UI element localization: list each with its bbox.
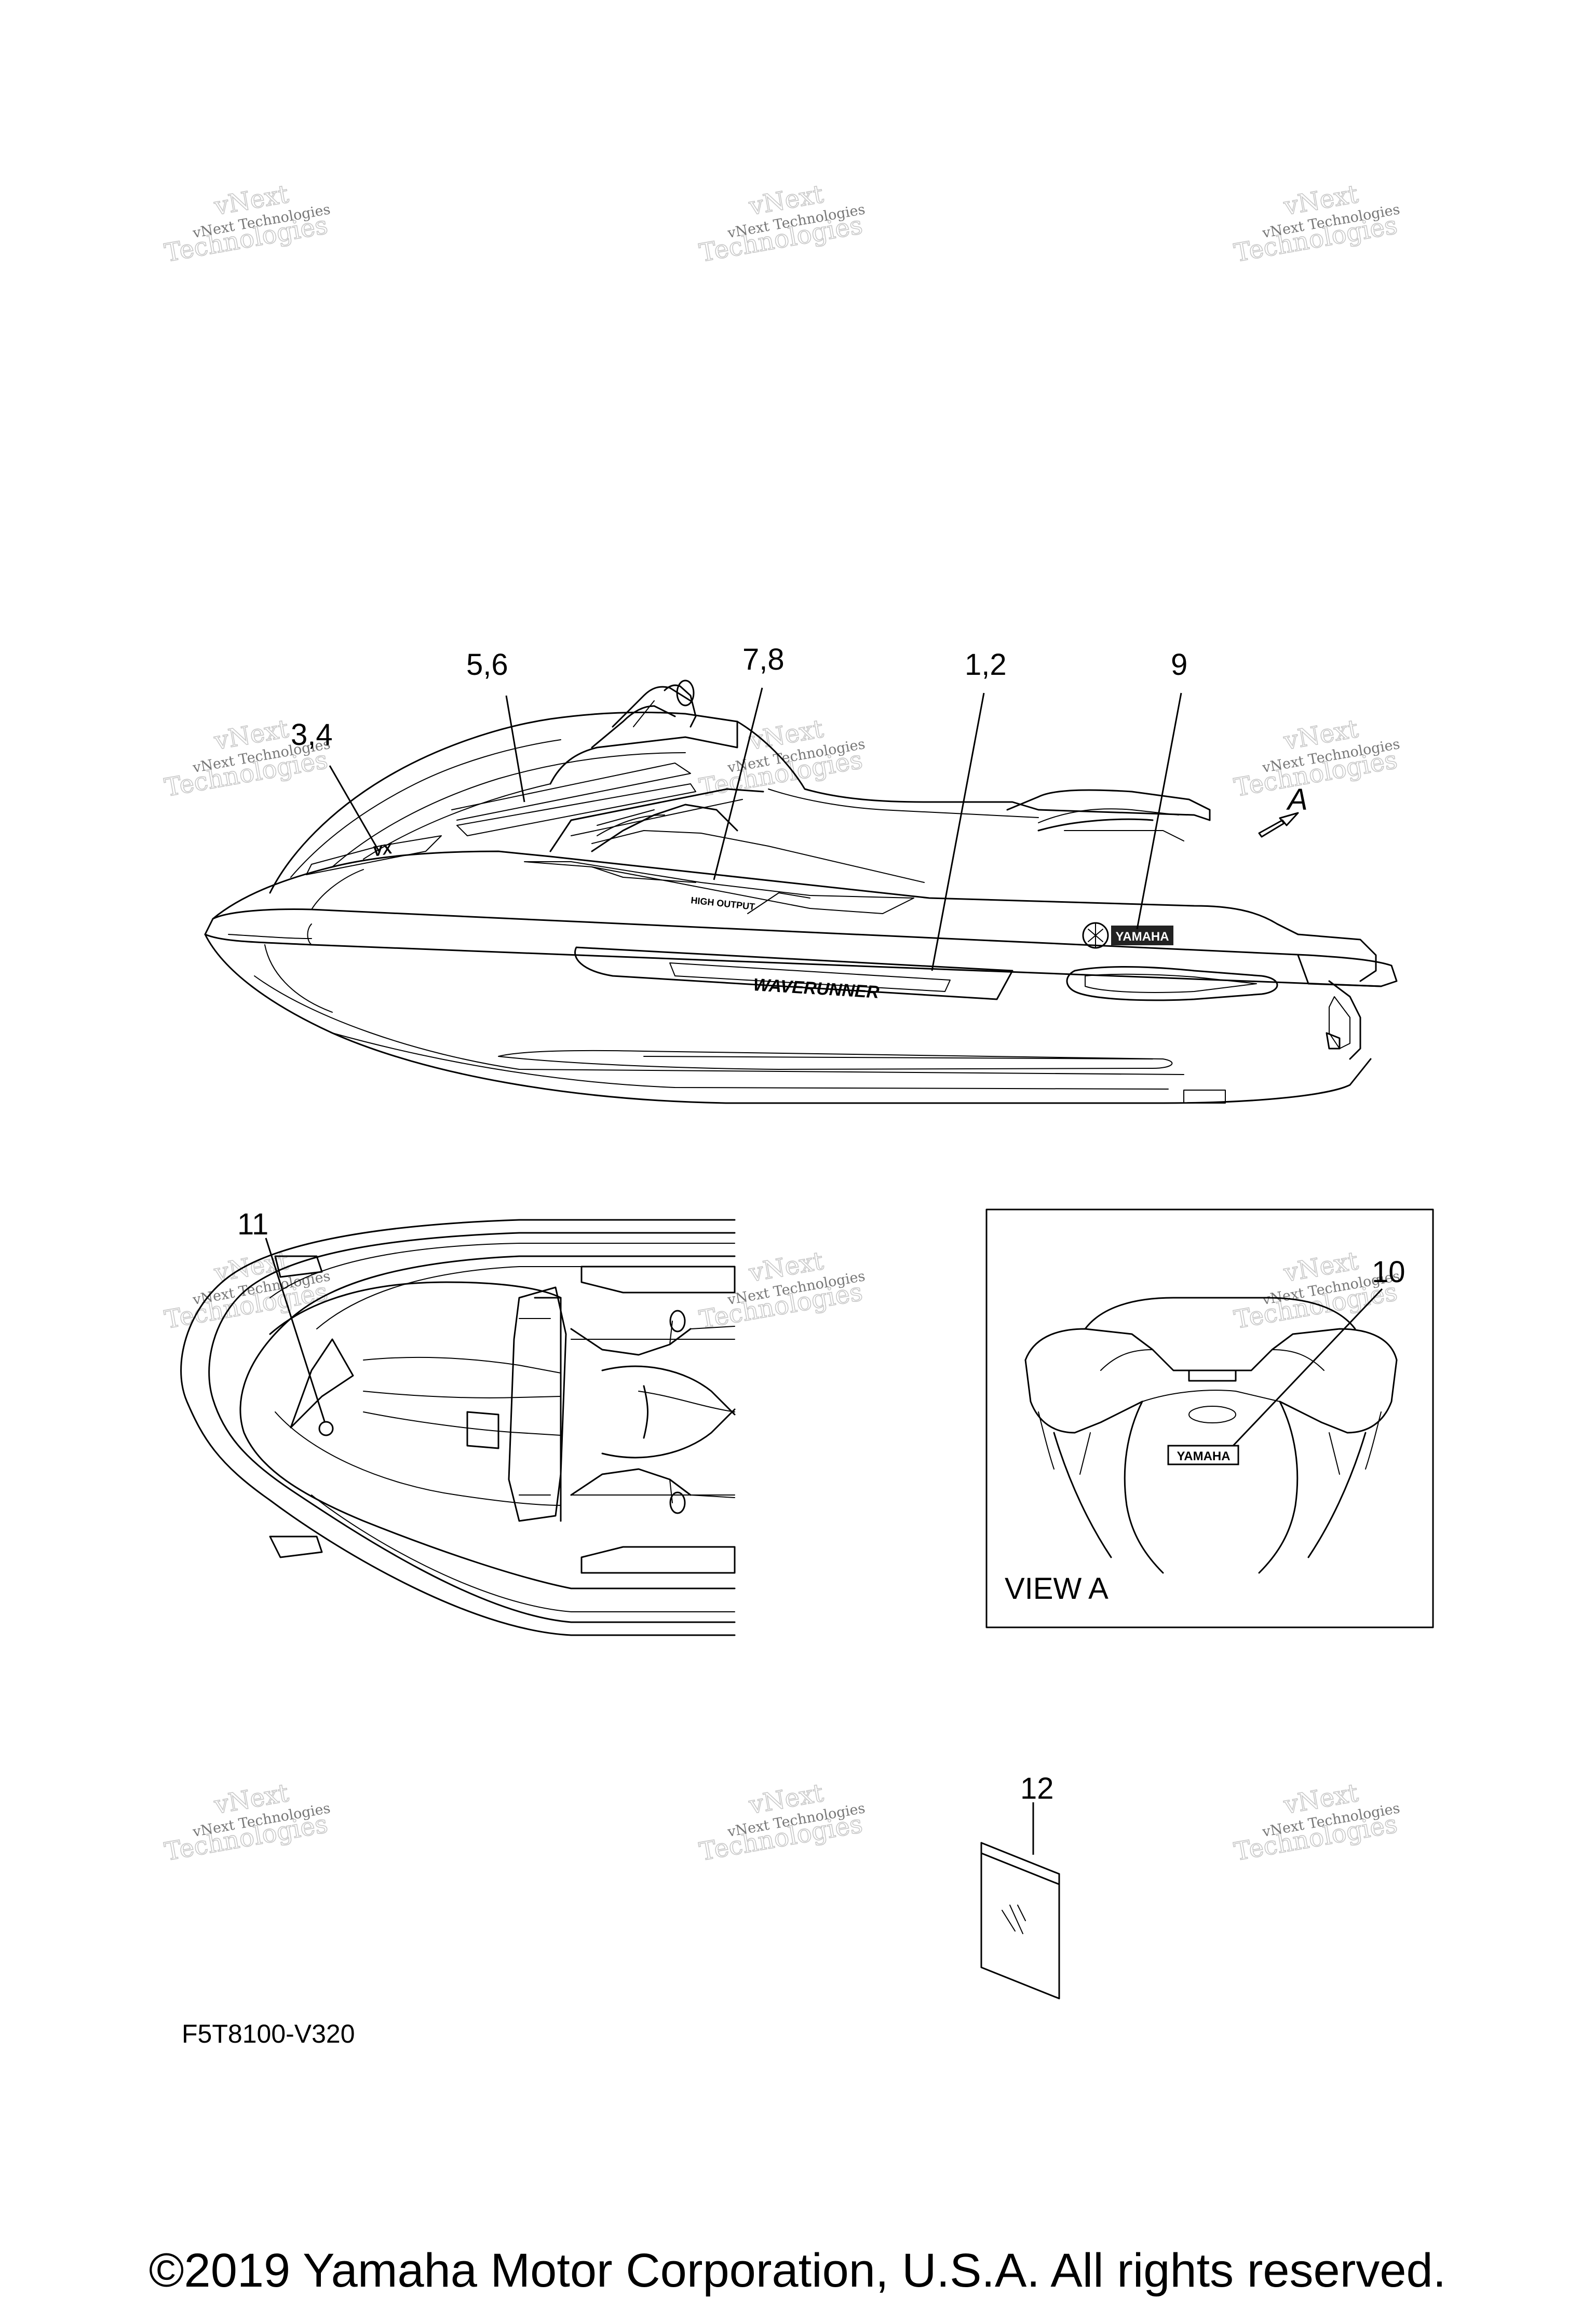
leader-lines	[265, 687, 1383, 1855]
callout-3-4: 3,4	[291, 718, 333, 752]
callout-9: 9	[1171, 648, 1187, 682]
watermark: vNext Technologies vNext Technologies	[697, 714, 867, 803]
watermark: vNext Technologies vNext Technologies	[162, 1778, 332, 1867]
callout-5-6: 5,6	[466, 648, 508, 682]
callout-1-2: 1,2	[965, 648, 1007, 682]
part-11-point	[318, 1421, 334, 1436]
watermark: vNext Technologies vNext Technologies	[1232, 1778, 1401, 1867]
watermark: vNext Technologies vNext Technologies	[697, 1246, 867, 1335]
callout-12: 12	[1020, 1772, 1054, 1805]
callout-7-8: 7,8	[742, 643, 785, 676]
watercraft-top-view	[180, 1219, 736, 1636]
decal-yamaha-logo: YAMAHA	[1082, 922, 1173, 949]
svg-text:A: A	[1286, 783, 1308, 817]
watermark: vNext Technologies vNext Technologies	[1232, 714, 1401, 803]
callouts: 1,2 3,4 5,6 7,8 9 10 11 12	[237, 643, 1405, 1805]
svg-text:YAMAHA: YAMAHA	[1177, 1449, 1230, 1463]
watermark: vNext Technologies vNext Technologies	[1232, 179, 1401, 268]
decal-waverunner: WAVERUNNER	[753, 975, 880, 1002]
watercraft-side-view: VX HIGH OUTPUT	[204, 679, 1398, 1104]
callout-11: 11	[237, 1207, 268, 1241]
decal-high-output: HIGH OUTPUT	[691, 895, 755, 912]
part-12-bag	[980, 1842, 1060, 2000]
callout-10: 10	[1372, 1255, 1405, 1289]
svg-text:YAMAHA: YAMAHA	[1115, 930, 1169, 944]
figure-code: F5T8100-V320	[182, 2019, 355, 2048]
decal-yamaha-rear: YAMAHA	[1167, 1445, 1239, 1465]
view-a-panel: YAMAHA VIEW A	[985, 1208, 1434, 1628]
view-a-arrow: A	[1258, 783, 1308, 838]
watermark: vNext Technologies vNext Technologies	[162, 1246, 332, 1335]
watermark: vNext Technologies vNext Technologies	[697, 1778, 867, 1867]
watermark-group: vNext Technologies vNext Technologies vN…	[162, 179, 1401, 1867]
copyright: ©2019 Yamaha Motor Corporation, U.S.A. A…	[149, 2244, 1446, 2297]
watermark: vNext Technologies vNext Technologies	[162, 179, 332, 268]
watermark: vNext Technologies vNext Technologies	[697, 179, 867, 268]
view-a-label: VIEW A	[1005, 1572, 1109, 1606]
decal-vx: VX	[372, 840, 395, 859]
